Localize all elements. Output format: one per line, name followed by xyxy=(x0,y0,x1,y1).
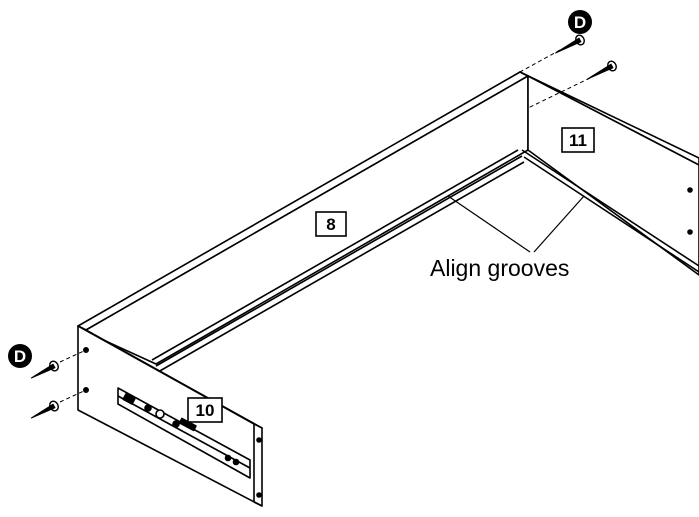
svg-text:11: 11 xyxy=(569,131,587,150)
drawer-slide-rail xyxy=(117,387,251,479)
left-panel-10 xyxy=(77,325,263,507)
align-grooves-callout: Align grooves xyxy=(430,195,585,281)
back-panel-8 xyxy=(77,71,529,373)
callout-label: Align grooves xyxy=(430,255,569,281)
hardware-letter-top: D xyxy=(574,13,586,32)
screw-icon xyxy=(30,360,59,379)
screws-top xyxy=(519,34,617,109)
screw-icon xyxy=(555,34,585,54)
screw-icon xyxy=(30,400,59,419)
part-label-10: 10 xyxy=(187,397,223,423)
hardware-letter-left: D xyxy=(14,347,26,366)
svg-text:10: 10 xyxy=(196,401,215,420)
screws-left xyxy=(30,349,87,419)
part-label-11: 11 xyxy=(561,127,595,153)
svg-text:8: 8 xyxy=(326,215,335,234)
right-panel-11 xyxy=(519,71,699,276)
screw-icon xyxy=(587,60,617,80)
part-label-8: 8 xyxy=(315,211,347,237)
hardware-badge-top: D xyxy=(568,10,592,34)
hardware-badge-left: D xyxy=(8,344,32,368)
